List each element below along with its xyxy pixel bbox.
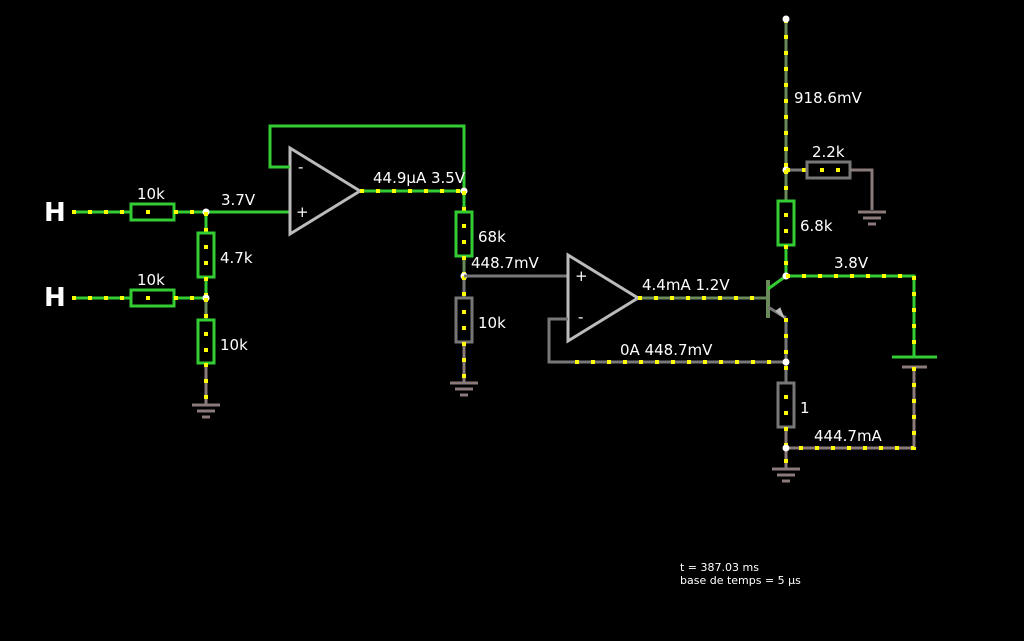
resistor-1ohm[interactable] xyxy=(776,381,796,429)
opamp-1-minus: - xyxy=(298,158,303,176)
resistor-in1[interactable] xyxy=(129,202,176,222)
resistor-div-10k-value: 10k xyxy=(478,314,506,332)
current-load-reading: 444.7mA xyxy=(814,427,883,445)
node-voltage-div: 448.7mV xyxy=(471,254,540,272)
resistor-1ohm-value: 1 xyxy=(800,399,810,417)
supply-terminal[interactable] xyxy=(782,15,790,23)
ground-4 xyxy=(772,467,800,483)
opamp-1[interactable] xyxy=(288,145,363,237)
resistor-10k-bottom[interactable] xyxy=(196,318,216,365)
wire-collector xyxy=(786,274,916,356)
node-emitter xyxy=(782,358,790,366)
resistor-in2-value: 10k xyxy=(137,271,165,289)
resistor-68k[interactable] xyxy=(454,210,474,258)
resistor-div-10k[interactable] xyxy=(454,296,474,344)
resistor-4k7-value: 4.7k xyxy=(220,249,253,267)
opamp-1-output-reading: 44.9µA 3.5V xyxy=(373,169,466,187)
opamp-2-plus: + xyxy=(575,267,588,285)
node-voltage-collector: 3.8V xyxy=(834,254,869,272)
opamp-2-output-reading: 4.4mA 1.2V xyxy=(642,276,730,294)
resistor-2k2[interactable] xyxy=(805,160,852,180)
ground-1 xyxy=(192,403,220,419)
node-voltage-in: 3.7V xyxy=(221,191,256,209)
time-readout: t = 387.03 ms xyxy=(680,561,759,574)
resistor-68k-value: 68k xyxy=(478,228,506,246)
opamp-2[interactable] xyxy=(566,252,641,344)
resistor-6k8-value: 6.8k xyxy=(800,217,833,235)
resistor-4k7[interactable] xyxy=(196,231,216,279)
wire-oa1-feedback xyxy=(268,124,466,191)
input-1-label[interactable]: H xyxy=(44,198,66,228)
node-ground xyxy=(782,444,790,452)
resistor-6k8[interactable] xyxy=(776,199,796,247)
input-2-label[interactable]: H xyxy=(44,283,66,313)
ground-3 xyxy=(858,210,886,226)
timebase-readout: base de temps = 5 µs xyxy=(680,574,801,587)
node-voltage-top: 918.6mV xyxy=(794,89,863,107)
npn-transistor[interactable] xyxy=(766,274,787,320)
opamp-1-plus: + xyxy=(296,203,309,221)
resistor-2k2-value: 2.2k xyxy=(812,143,845,161)
wire-oa2-feedback xyxy=(547,317,786,364)
resistor-10k-bottom-value: 10k xyxy=(220,336,248,354)
resistor-in2[interactable] xyxy=(129,288,176,308)
feedback-reading: 0A 448.7mV xyxy=(620,341,713,359)
ground-2 xyxy=(450,381,478,397)
opamp-2-minus: - xyxy=(578,308,583,326)
resistor-in1-value: 10k xyxy=(137,185,165,203)
battery[interactable] xyxy=(892,355,937,369)
